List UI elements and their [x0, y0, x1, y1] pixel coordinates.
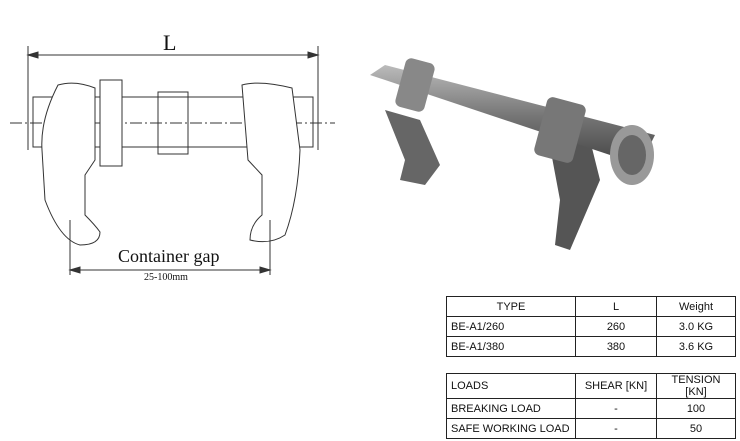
threaded-bolt: [32, 96, 314, 148]
header-cell: Weight: [656, 296, 736, 317]
cell: SAFE WORKING LOAD: [446, 418, 576, 439]
loads-table: LOADS SHEAR [KN] TENSION [KN] BREAKING L…: [446, 373, 736, 439]
table-row: BE-A1/260 260 3.0 KG: [446, 316, 736, 337]
table-row: BREAKING LOAD - 100: [446, 398, 736, 419]
table-row: BE-A1/380 380 3.6 KG: [446, 336, 736, 357]
container-gap-label: Container gap: [118, 246, 220, 266]
dimensions-table: TYPE L Weight BE-A1/260 260 3.0 KG BE-A1…: [446, 296, 736, 357]
right-hook: [241, 82, 301, 243]
cell: 380: [575, 336, 657, 357]
cell: 3.6 KG: [656, 336, 736, 357]
cell: BE-A1/380: [446, 336, 576, 357]
cell: 50: [656, 418, 736, 439]
cell: BREAKING LOAD: [446, 398, 576, 419]
center-sleeve: [157, 91, 189, 155]
left-hook: [41, 82, 101, 246]
header-cell: LOADS: [446, 373, 576, 399]
product-photo: [370, 58, 655, 250]
gap-range-label: 25-100mm: [144, 272, 188, 283]
table-row: SAFE WORKING LOAD - 50: [446, 418, 736, 439]
cell: 100: [656, 398, 736, 419]
nut: [99, 79, 123, 167]
cell: -: [575, 418, 657, 439]
length-label: L: [163, 30, 177, 55]
header-cell: TYPE: [446, 296, 576, 317]
cell: 3.0 KG: [656, 316, 736, 337]
cell: -: [575, 398, 657, 419]
cell: 260: [575, 316, 657, 337]
header-cell: SHEAR [KN]: [575, 373, 657, 399]
cell: BE-A1/260: [446, 316, 576, 337]
header-cell: L: [575, 296, 657, 317]
header-cell: TENSION [KN]: [656, 373, 736, 399]
table-header-row: LOADS SHEAR [KN] TENSION [KN]: [446, 373, 736, 399]
table-header-row: TYPE L Weight: [446, 296, 736, 317]
